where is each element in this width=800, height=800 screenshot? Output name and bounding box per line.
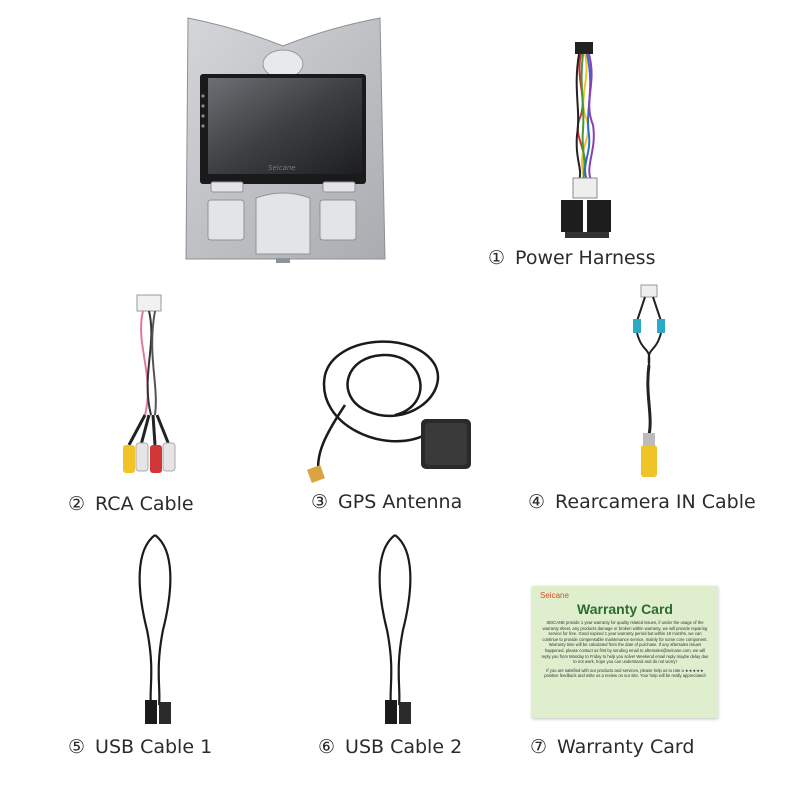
gps-antenna-illustration <box>307 340 471 483</box>
warranty-card-footer: If you are satisfied with our products a… <box>544 667 706 679</box>
power-harness-illustration <box>561 42 611 238</box>
usb-cable-2-illustration <box>378 534 412 724</box>
power-harness-image <box>555 40 615 245</box>
usb-cable-1-image <box>125 530 185 730</box>
item-number-3: ③ <box>311 491 329 513</box>
item-name-3: GPS Antenna <box>338 491 463 513</box>
item-name-1: Power Harness <box>515 247 656 269</box>
item-label-4: ④ Rearcamera IN Cable <box>528 491 756 513</box>
rca-cable-illustration <box>123 294 176 473</box>
gps-antenna-image <box>305 335 475 485</box>
warranty-card: Seicane Warranty Card SEICANE provide 1 … <box>532 586 718 718</box>
item-name-5: USB Cable 1 <box>95 736 213 758</box>
rearcamera-cable-illustration <box>633 284 665 477</box>
stereo-panel-illustration <box>185 17 386 263</box>
item-label-6: ⑥ USB Cable 2 <box>318 736 462 758</box>
item-number-7: ⑦ <box>530 736 548 758</box>
item-name-4: Rearcamera IN Cable <box>555 491 756 513</box>
rca-cable-image <box>115 294 185 490</box>
item-name-6: USB Cable 2 <box>345 736 463 758</box>
rearcamera-cable-image <box>625 284 675 485</box>
item-label-5: ⑤ USB Cable 1 <box>68 736 212 758</box>
item-name-7: Warranty Card <box>557 736 695 758</box>
item-label-7: ⑦ Warranty Card <box>530 736 694 758</box>
item-label-1: ① Power Harness <box>488 247 655 269</box>
warranty-card-body: SEICANE provide 1 year warranty for qual… <box>541 620 709 665</box>
item-number-5: ⑤ <box>68 736 86 758</box>
usb-cable-2-image <box>365 530 425 730</box>
item-label-3: ③ GPS Antenna <box>311 491 462 513</box>
item-number-2: ② <box>68 493 86 515</box>
stereo-head-unit: Seicane <box>178 14 388 266</box>
warranty-card-title: Warranty Card <box>577 601 673 617</box>
warranty-card-brand: Seicane <box>540 591 569 600</box>
item-name-2: RCA Cable <box>95 493 194 515</box>
usb-cable-1-illustration <box>138 534 172 724</box>
item-number-6: ⑥ <box>318 736 336 758</box>
item-number-1: ① <box>488 247 506 269</box>
stereo-brand-logo: Seicane <box>268 164 296 172</box>
item-number-4: ④ <box>528 491 546 513</box>
item-label-2: ② RCA Cable <box>68 493 194 515</box>
